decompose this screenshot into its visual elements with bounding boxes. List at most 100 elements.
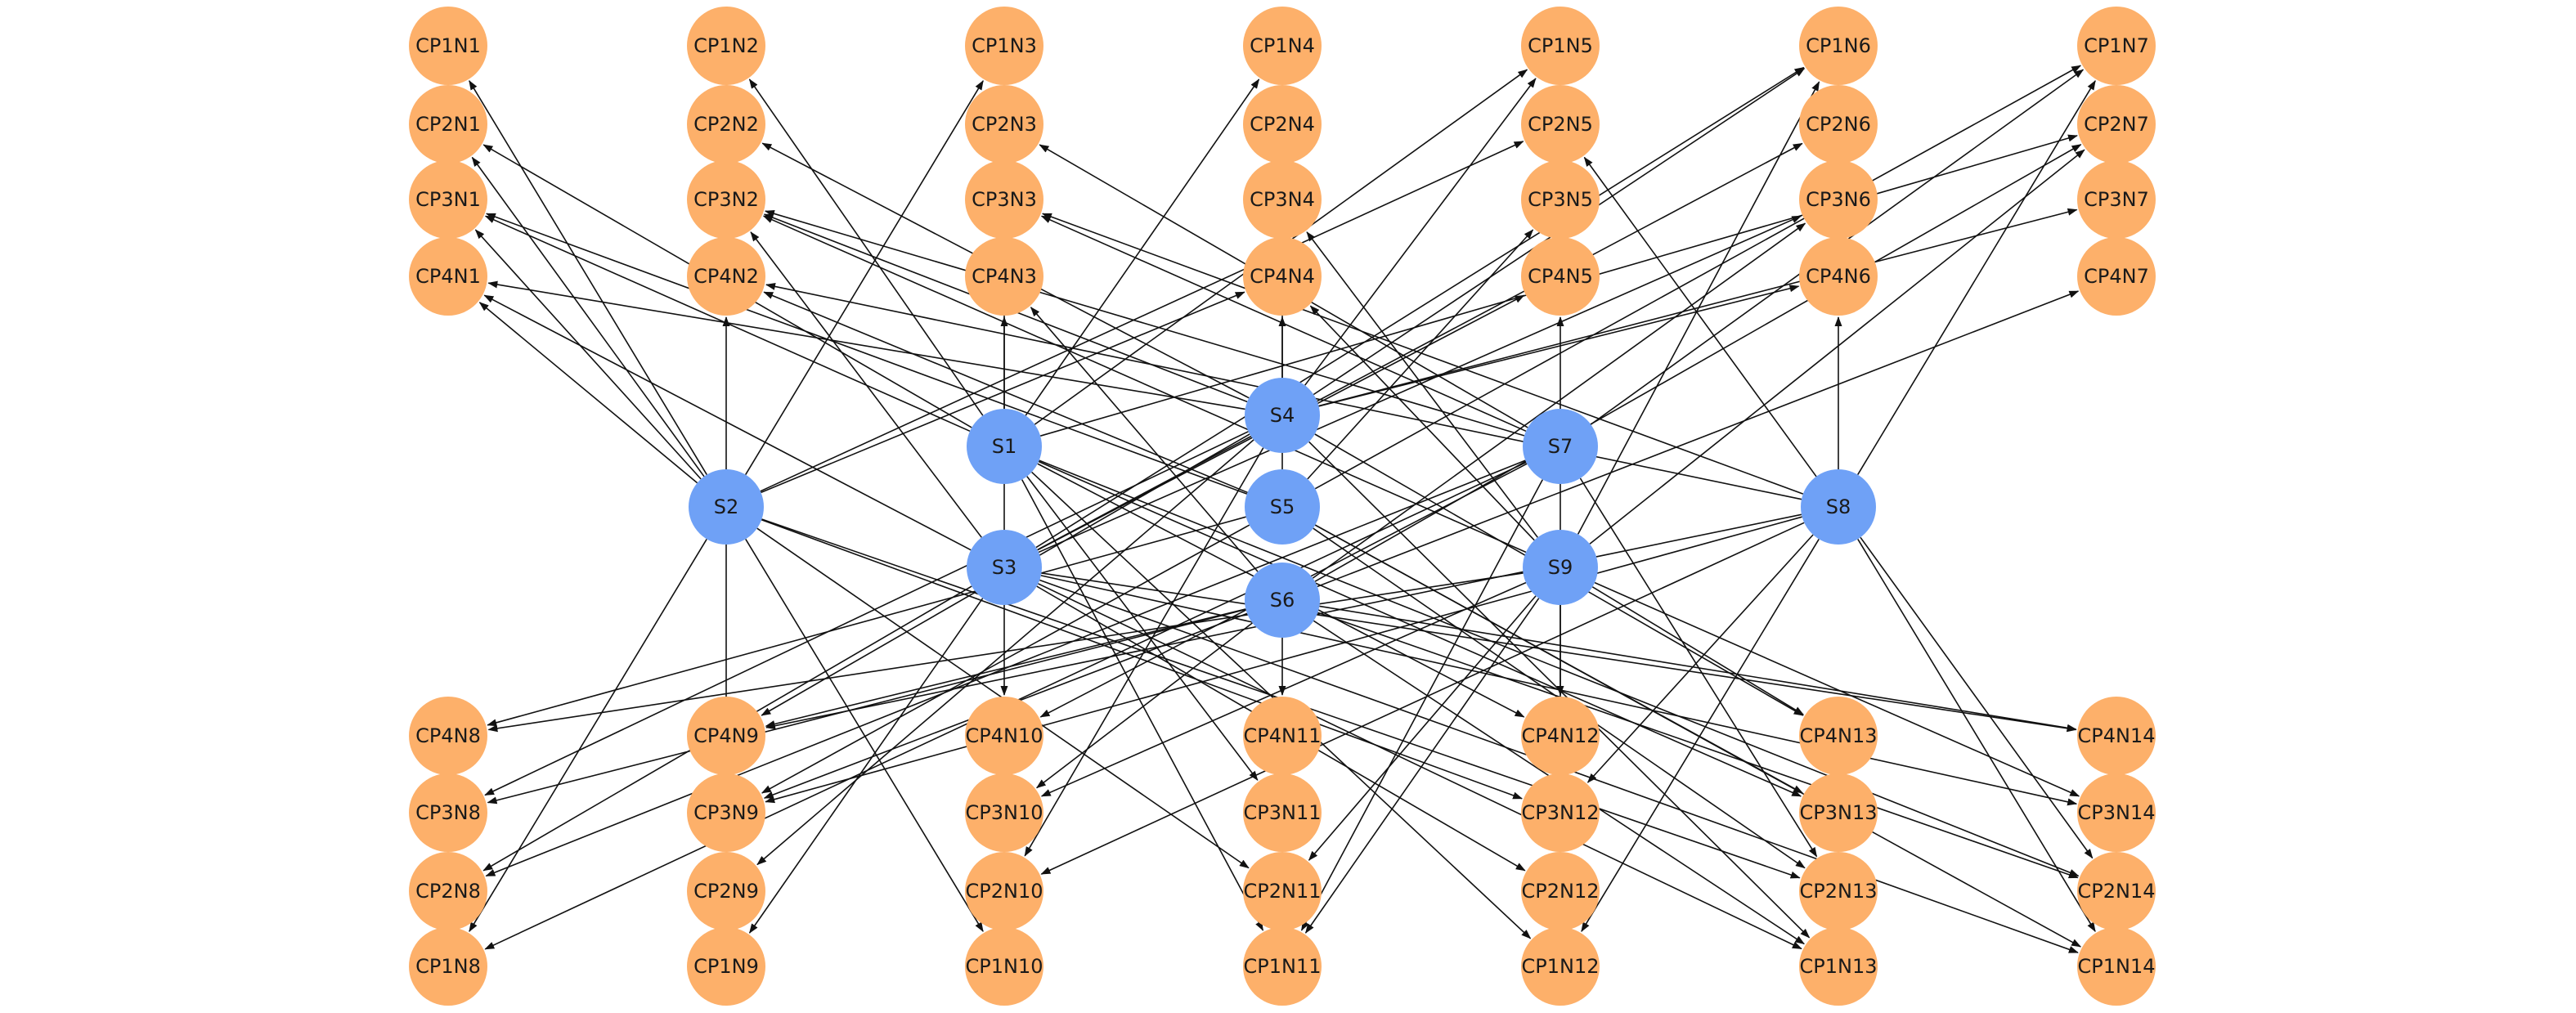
edge-s6-cp4n7 <box>1317 290 2080 588</box>
node-circle <box>687 85 765 164</box>
node-label: CP1N8 <box>415 955 481 978</box>
node-circle <box>1799 852 1878 930</box>
node-label: CP3N8 <box>415 801 481 824</box>
node-label: CP4N12 <box>1522 724 1600 747</box>
edge-s9-cp4n4 <box>1309 305 1535 541</box>
client-node-cp2n4: CP2N4 <box>1243 85 1322 164</box>
node-circle <box>687 7 765 85</box>
client-node-cp4n14: CP4N14 <box>2077 697 2156 775</box>
node-label: CP4N11 <box>1244 724 1322 747</box>
node-label: CP2N2 <box>693 113 759 136</box>
node-label: CP3N11 <box>1244 801 1322 824</box>
client-node-cp2n12: CP2N12 <box>1521 852 1600 930</box>
client-node-cp1n3: CP1N3 <box>965 7 1043 85</box>
node-circle <box>409 927 487 1006</box>
edge-s6-cp2n14 <box>1317 612 2079 879</box>
node-circle <box>1523 530 1598 605</box>
node-label: CP1N11 <box>1244 955 1322 978</box>
edge-s2-cp3n1 <box>474 229 702 480</box>
edge-s1-cp2n14 <box>1039 459 2080 877</box>
node-circle <box>1243 160 1322 239</box>
edge-s3-cp1n13 <box>1038 583 1802 950</box>
node-label: CP1N9 <box>693 955 759 978</box>
node-circle <box>409 852 487 930</box>
edge-s1-cp1n4 <box>1025 78 1260 416</box>
node-circle <box>1245 563 1320 638</box>
node-circle <box>687 927 765 1006</box>
edge-s6-cp3n10 <box>1035 622 1253 789</box>
node-label: S1 <box>992 435 1017 458</box>
node-circle <box>1799 773 1878 852</box>
edge-s9-cp3n2 <box>762 215 1527 554</box>
node-label: CP2N13 <box>1800 880 1878 903</box>
node-label: CP2N10 <box>966 880 1043 903</box>
edge-s8-cp3n3 <box>1041 213 1804 495</box>
server-node-s8: S8 <box>1801 469 1876 545</box>
client-node-cp3n1: CP3N1 <box>409 160 487 239</box>
node-circle <box>965 852 1043 930</box>
node-circle <box>1799 85 1878 164</box>
node-label: CP4N2 <box>693 265 759 288</box>
node-label: CP3N14 <box>2078 801 2156 824</box>
node-circle <box>965 697 1043 775</box>
node-label: CP2N11 <box>1244 880 1322 903</box>
node-label: S3 <box>992 556 1017 579</box>
edge-s2-cp2n1 <box>471 156 705 477</box>
node-circle <box>1521 852 1600 930</box>
node-circle <box>2077 160 2156 239</box>
edge-s3-cp1n9 <box>748 598 984 934</box>
node-circle <box>2077 237 2156 316</box>
node-label: S8 <box>1826 495 1851 518</box>
client-node-cp1n12: CP1N12 <box>1521 927 1600 1006</box>
edge-s7-cp3n3 <box>1040 215 1527 433</box>
node-circle <box>1243 852 1322 930</box>
client-node-cp1n13: CP1N13 <box>1799 927 1878 1006</box>
client-node-cp2n5: CP2N5 <box>1521 85 1600 164</box>
edge-s8-cp1n14 <box>1857 538 2096 933</box>
edge-s7-cp2n13 <box>1579 477 1818 858</box>
edge-s4-cp4n1 <box>487 280 1245 410</box>
client-node-cp2n3: CP2N3 <box>965 85 1043 164</box>
node-label: CP1N14 <box>2078 955 2156 978</box>
edge-s6-cp2n7 <box>1314 144 2082 582</box>
edge-s2-cp4n1 <box>478 302 698 484</box>
node-circle <box>409 160 487 239</box>
node-label: CP4N3 <box>972 265 1037 288</box>
edge-s5-cp4n8 <box>487 516 1246 727</box>
node-label: CP3N9 <box>693 801 759 824</box>
node-circle <box>1243 697 1322 775</box>
client-node-cp4n2: CP4N2 <box>687 237 765 316</box>
server-node-s9: S9 <box>1523 530 1598 605</box>
client-node-cp2n14: CP2N14 <box>2077 852 2156 930</box>
client-node-cp4n5: CP4N5 <box>1521 237 1600 316</box>
node-circle <box>1801 469 1876 545</box>
node-circle <box>1243 7 1322 85</box>
client-node-cp2n8: CP2N8 <box>409 852 487 930</box>
node-circle <box>2077 852 2156 930</box>
client-node-cp1n11: CP1N11 <box>1243 927 1322 1006</box>
node-circle <box>409 237 487 316</box>
edge-s5-cp1n7 <box>1314 65 2082 490</box>
node-circle <box>967 409 1042 484</box>
nodes-layer: CP1N1CP2N1CP3N1CP4N1CP1N2CP2N2CP3N2CP4N2… <box>409 7 2156 1006</box>
edge-s3-cp2n6 <box>1037 142 1803 551</box>
node-circle <box>1245 378 1320 453</box>
client-node-cp1n7: CP1N7 <box>2077 7 2156 85</box>
edge-s6-cp3n8 <box>487 608 1246 805</box>
node-circle <box>1521 85 1600 164</box>
node-label: CP1N6 <box>1806 34 1871 57</box>
node-label: CP1N13 <box>1800 955 1878 978</box>
node-circle <box>965 773 1043 852</box>
node-circle <box>1521 697 1600 775</box>
node-circle <box>1799 237 1878 316</box>
edge-s8-cp3n12 <box>1586 534 1814 783</box>
node-circle <box>2077 697 2156 775</box>
node-label: CP1N4 <box>1250 34 1315 57</box>
client-node-cp3n2: CP3N2 <box>687 160 765 239</box>
node-label: CP3N13 <box>1800 801 1878 824</box>
node-label: CP3N3 <box>972 188 1037 211</box>
edge-s2-cp3n12 <box>761 519 1524 800</box>
node-label: CP2N7 <box>2084 113 2149 136</box>
node-label: CP4N14 <box>2078 724 2156 747</box>
edge-s5-cp3n9 <box>761 524 1250 794</box>
